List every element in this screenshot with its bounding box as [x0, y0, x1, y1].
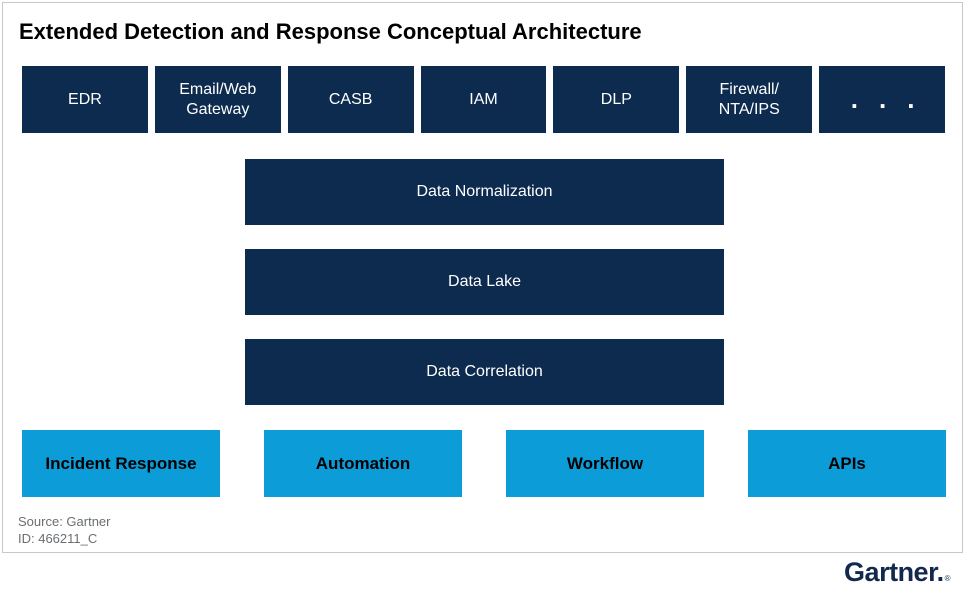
footnote-id: ID: 466211_C	[18, 531, 98, 546]
footnote-source: Source: Gartner	[18, 514, 111, 529]
source-box-label: IAM	[469, 90, 498, 108]
footnote: Source: Gartner ID: 466211_C	[18, 513, 111, 547]
pipeline-box-label: Data Normalization	[416, 183, 553, 200]
pipeline-box-label: Data Lake	[448, 273, 521, 290]
capabilities-row: Incident Response Automation Workflow AP…	[22, 430, 946, 497]
source-box-iam: IAM	[420, 66, 547, 133]
capability-box-apis: APIs	[748, 430, 946, 497]
pipeline-box-data-correlation: Data Correlation	[245, 339, 724, 405]
capability-box-automation: Automation	[264, 430, 462, 497]
source-box-label: Firewall/ NTA/IPS	[718, 80, 780, 118]
source-box-email-web-gateway: Email/Web Gateway	[154, 66, 281, 133]
pipeline-box-label: Data Correlation	[426, 363, 543, 380]
source-box-label: DLP	[600, 90, 632, 108]
source-box-dlp: DLP	[553, 66, 680, 133]
source-box-label: EDR	[68, 90, 102, 108]
ellipsis-icon: ...	[850, 84, 936, 115]
capability-box-label: Incident Response	[45, 453, 197, 473]
pipeline-box-data-normalization: Data Normalization	[245, 159, 724, 225]
page-title: Extended Detection and Response Conceptu…	[19, 19, 642, 44]
pipeline-box-data-lake: Data Lake	[245, 249, 724, 315]
diagram-frame: Extended Detection and Response Conceptu…	[2, 2, 963, 553]
capability-box-workflow: Workflow	[506, 430, 704, 497]
security-sources-row: EDR Email/Web Gateway CASB IAM DLP Firew…	[22, 66, 946, 133]
source-box-label: CASB	[328, 90, 373, 108]
source-box-edr: EDR	[22, 66, 148, 133]
capability-box-label: Automation	[315, 453, 411, 473]
registered-trademark-icon: ®	[944, 574, 951, 583]
capability-box-label: APIs	[828, 453, 866, 473]
capability-box-incident-response: Incident Response	[22, 430, 220, 497]
gartner-logo: Gartner.®	[844, 557, 950, 588]
capability-box-label: Workflow	[566, 453, 644, 473]
source-box-label: Email/Web Gateway	[179, 80, 257, 118]
gartner-logo-text: Gartner.	[844, 557, 944, 587]
source-box-more: ...	[819, 66, 946, 133]
source-box-firewall-nta-ips: Firewall/ NTA/IPS	[686, 66, 813, 133]
source-box-casb: CASB	[287, 66, 414, 133]
